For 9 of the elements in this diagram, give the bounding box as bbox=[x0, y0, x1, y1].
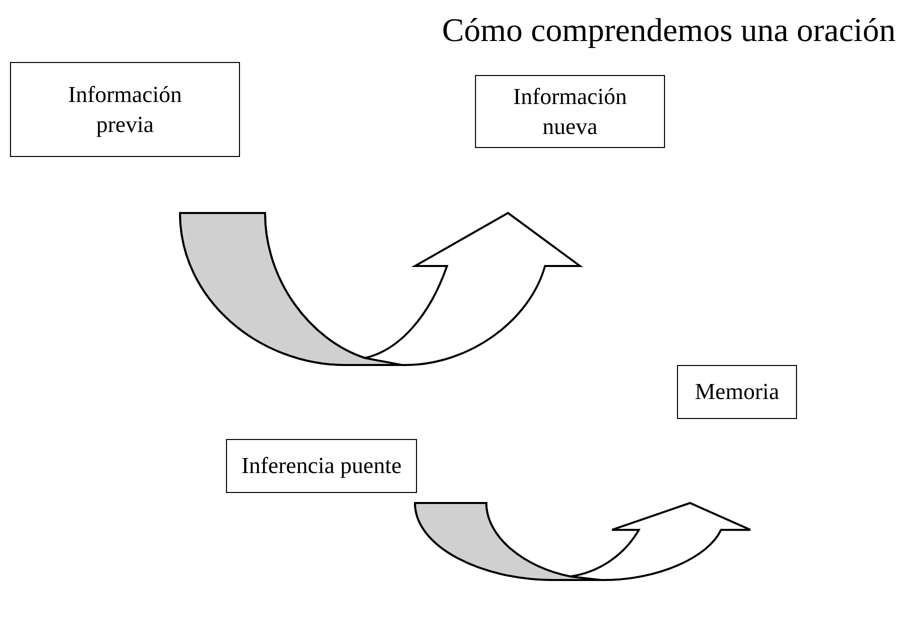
text-box bbox=[226, 439, 417, 493]
diagram-title: Cómo comprendemos una oración bbox=[442, 13, 896, 50]
text-box bbox=[677, 365, 797, 419]
box-label: Inferencia puente bbox=[241, 452, 402, 480]
text-box bbox=[10, 62, 240, 157]
box-label: Información nueva bbox=[512, 82, 628, 140]
text-box bbox=[475, 75, 665, 148]
box-label: Memoria bbox=[694, 378, 780, 406]
box-label: Información previa bbox=[67, 80, 183, 139]
